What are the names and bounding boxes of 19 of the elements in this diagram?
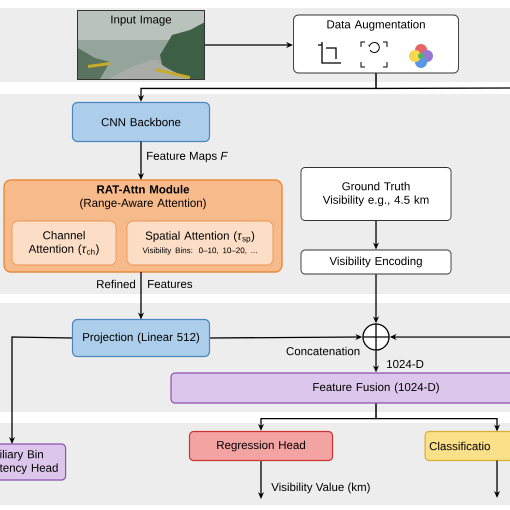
edge-label: Feature Maps F (145, 150, 229, 164)
process-box: Regression Head (188, 430, 334, 462)
process-box: Spatial Attention (τ$_{sp}$) Visibility Bins: 0–10, 10–20, ... (126, 220, 274, 266)
input-photo: Input Image (77, 10, 205, 80)
process-box: Visibility Encoding (300, 250, 452, 274)
process-box: Channel Attention (τ$_{ch}$) (12, 220, 116, 266)
process-box: Ground Truth Visibility e.g., 4.5 km (300, 167, 452, 221)
process-box: Feature Fusion (1024-D) (170, 372, 510, 404)
edge-label: 1024-D (385, 358, 425, 370)
process-box: Data Augmentation (293, 14, 459, 74)
process-box: Projection (Linear 512) (72, 318, 210, 358)
node-caption: Concatenation (286, 346, 360, 356)
flow-label: Refined (97, 280, 136, 288)
concat-circle (362, 322, 390, 352)
flow-label: Features (148, 280, 192, 288)
edge-label: Visibility Value (km) (270, 482, 372, 494)
process-box: CNN Backbone (72, 102, 210, 142)
process-box: Classificatio (424, 430, 510, 462)
process-box: iliary Bin tency Head (0, 443, 66, 481)
